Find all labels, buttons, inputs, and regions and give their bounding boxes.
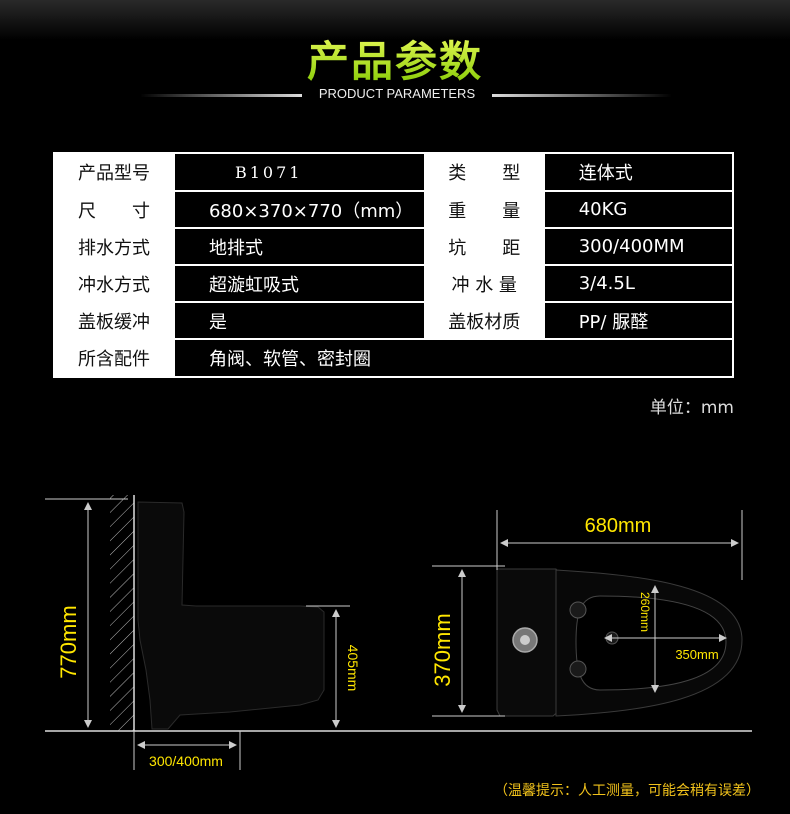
param-label: 坑 距 xyxy=(423,227,545,266)
param-value: PP/ 脲醛 xyxy=(542,301,732,340)
table-row: 盖板缓冲 是 盖板材质 PP/ 脲醛 xyxy=(55,301,732,340)
param-label: 盖板材质 xyxy=(423,301,545,340)
wall-hatch xyxy=(110,495,135,731)
subtitle-divider-right xyxy=(492,94,672,97)
param-label: 冲 水 量 xyxy=(423,264,545,303)
unit-label: 单位：mm xyxy=(649,398,734,418)
param-label: 所含配件 xyxy=(55,338,175,376)
rough-in-label: 300/400mm xyxy=(149,753,223,769)
table-row: 所含配件 角阀、软管、密封圈 xyxy=(55,338,732,376)
bowl-width-label: 350mm xyxy=(675,647,718,662)
param-label: 冲水方式 xyxy=(55,264,175,303)
page-subtitle: PRODUCT PARAMETERS xyxy=(318,86,476,101)
param-value: B1071 xyxy=(172,154,426,192)
subtitle-divider-left xyxy=(140,94,302,97)
toilet-top-view xyxy=(496,568,743,717)
param-value: 40KG xyxy=(542,190,732,229)
table-row: 产品型号 B1071 类 型 连体式 xyxy=(55,154,732,192)
param-label: 产品型号 xyxy=(55,154,175,192)
param-value: 连体式 xyxy=(542,154,732,192)
table-row: 排水方式 地排式 坑 距 300/400MM xyxy=(55,227,732,266)
param-value: 3/4.5L xyxy=(542,264,732,303)
params-table: 产品型号 B1071 类 型 连体式 尺 寸 680×370×770（mm） 重… xyxy=(53,152,734,378)
param-label: 盖板缓冲 xyxy=(55,301,175,340)
height-label: 770mm xyxy=(56,605,81,678)
param-value: 地排式 xyxy=(172,227,426,266)
bowl-depth-label: 260mm xyxy=(638,592,652,632)
param-label: 重 量 xyxy=(423,190,545,229)
param-value: 超漩虹吸式 xyxy=(172,264,426,303)
table-row: 冲水方式 超漩虹吸式 冲 水 量 3/4.5L xyxy=(55,264,732,303)
tank-height-label: 405mm xyxy=(345,645,361,692)
page-title: 产品参数 xyxy=(0,28,790,89)
param-value: 是 xyxy=(172,301,426,340)
length-label: 680mm xyxy=(585,515,652,537)
table-row: 尺 寸 680×370×770（mm） 重 量 40KG xyxy=(55,190,732,229)
param-label: 尺 寸 xyxy=(55,190,175,229)
param-label: 类 型 xyxy=(423,154,545,192)
width-label: 370mm xyxy=(430,613,455,686)
param-value: 角阀、软管、密封圈 xyxy=(172,338,732,376)
top-gradient xyxy=(0,0,790,40)
toilet-side-view xyxy=(137,501,325,730)
measurement-note: （温馨提示：人工测量，可能会稍有误差） xyxy=(494,783,760,799)
param-value: 300/400MM xyxy=(542,227,732,266)
param-value: 680×370×770（mm） xyxy=(172,190,426,229)
param-label: 排水方式 xyxy=(55,227,175,266)
